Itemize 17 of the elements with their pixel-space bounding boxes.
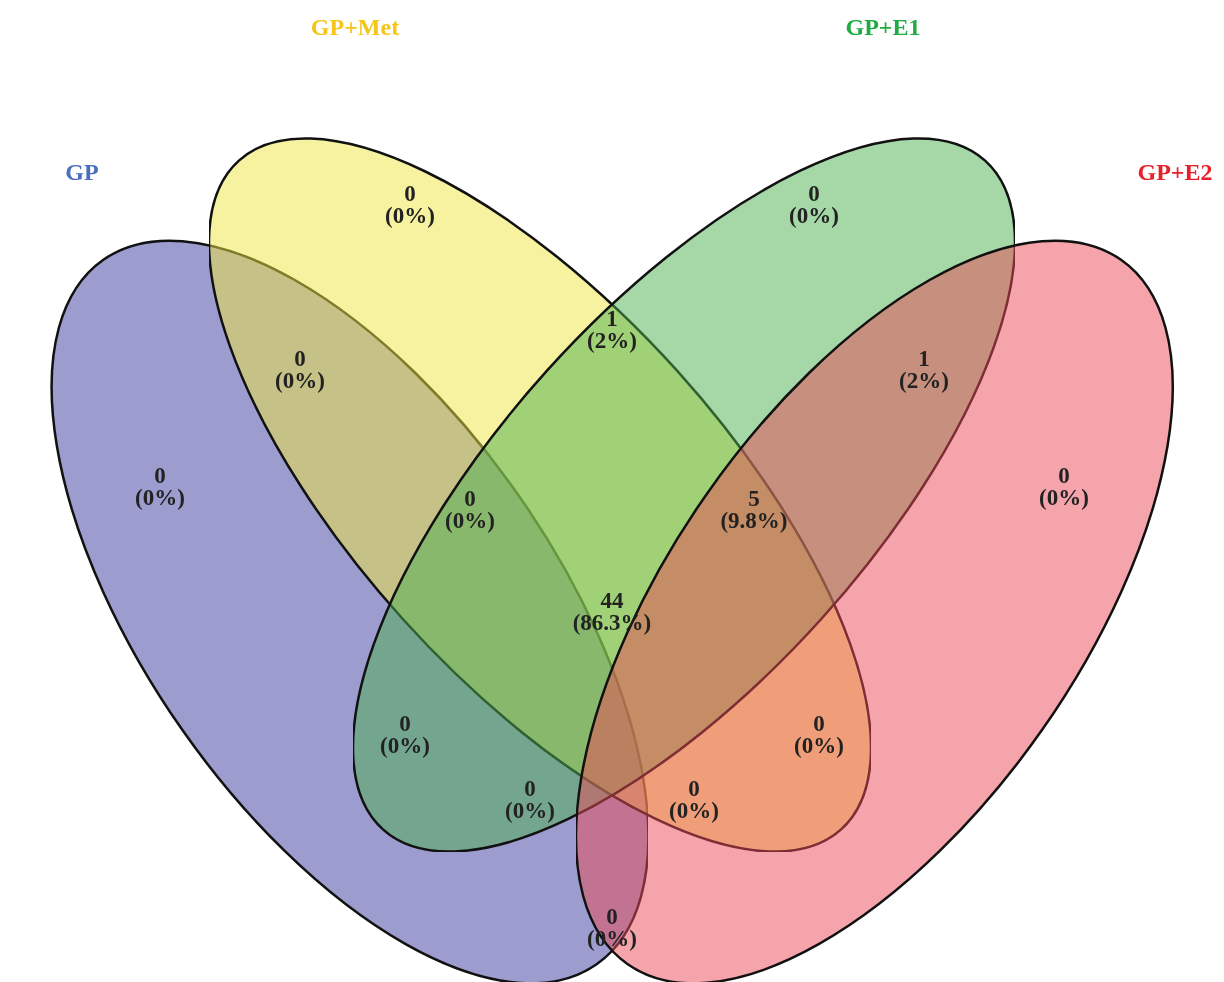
region-count: 0 (0%) [505,778,555,822]
region-count: 0 (0%) [135,465,185,509]
region-count: 1 (2%) [899,348,949,392]
region-count: 0 (0%) [789,183,839,227]
region-count: 0 (0%) [669,778,719,822]
region-count: 0 (0%) [794,713,844,757]
set-label: GP [65,160,99,184]
region-count: 0 (0%) [1039,465,1089,509]
region-count: 5 (9.8%) [720,488,788,532]
region-count: 0 (0%) [380,713,430,757]
region-count: 0 (0%) [275,348,325,392]
set-label: GP+E1 [845,15,921,39]
region-count: 0 (0%) [445,488,495,532]
set-label: GP+Met [310,15,400,39]
region-count: 0 (0%) [385,183,435,227]
region-count: 1 (2%) [587,308,637,352]
set-label: GP+E2 [1137,160,1213,184]
